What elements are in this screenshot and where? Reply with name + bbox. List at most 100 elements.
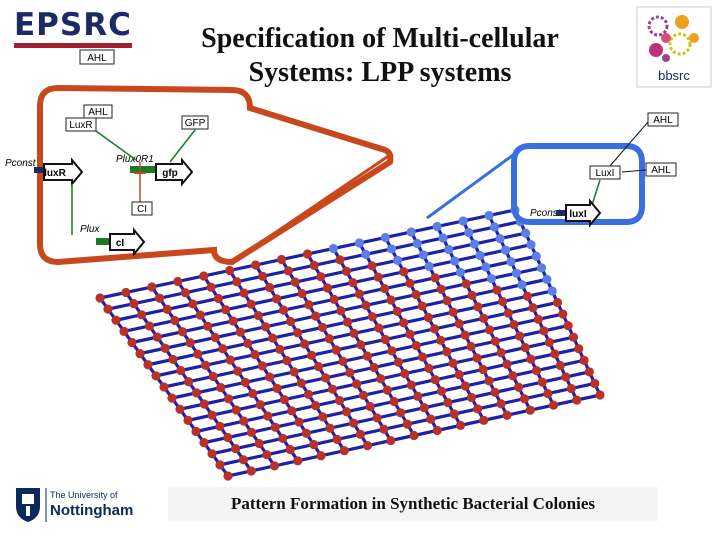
lattice-cell-red <box>514 382 524 392</box>
lattice-cell-red <box>160 343 170 353</box>
lattice-cell-red <box>228 316 238 326</box>
lattice-cell-blue <box>424 261 434 271</box>
lattice-cell-red <box>285 445 295 455</box>
lattice-cell-red <box>432 425 442 436</box>
lattice-cell-red <box>448 307 458 317</box>
lattice-cell-red <box>561 372 571 382</box>
lattice-cell-red <box>409 430 419 441</box>
lattice-cell-red <box>263 411 273 421</box>
lattice-cell-red <box>568 332 579 342</box>
lattice-cell-red <box>374 323 384 333</box>
lattice-cell-red <box>550 349 560 359</box>
lattice-cell-red <box>170 315 180 326</box>
right-callout-connector <box>426 148 521 220</box>
lattice-cell-red <box>191 426 201 437</box>
lattice-cell-blue <box>380 232 390 243</box>
luxi-expression-arrow <box>591 179 601 206</box>
lattice-cell-blue <box>444 244 454 255</box>
lattice-cell-red <box>342 317 353 327</box>
lattice-cell-red <box>419 403 429 413</box>
lattice-cell-red <box>278 305 289 315</box>
lattice-cell-blue <box>328 243 339 254</box>
lattice-cell-red <box>490 387 500 397</box>
lattice-cell-red <box>356 340 366 350</box>
lattice-cell-red <box>159 382 169 392</box>
lattice-cell-red <box>143 360 153 370</box>
lattice-cell-blue <box>455 267 466 278</box>
lattice-cell-red <box>173 276 183 287</box>
lattice-cell-red <box>265 282 275 293</box>
lattice-cell-red <box>352 379 362 389</box>
lattice-cell-red <box>496 348 506 358</box>
university-logo: The University of Nottingham <box>16 488 133 522</box>
lattice-cell-red <box>129 299 139 309</box>
plux-promoter-label: Plux <box>80 224 100 235</box>
lattice-cell-red <box>299 339 310 349</box>
lattice-cell-red <box>449 409 459 419</box>
lattice-cell-red <box>467 290 477 300</box>
lattice-cell-red <box>208 371 218 382</box>
ahl-outside-label: AHL <box>87 53 107 64</box>
lattice-cell-red <box>253 310 263 321</box>
lattice-cell-red <box>479 313 489 323</box>
lattice-cell-red <box>413 391 423 401</box>
lattice-cell-red <box>199 438 209 448</box>
lattice-cell-red <box>411 290 421 300</box>
lattice-cell-blue <box>481 262 491 272</box>
lattice-cell-red <box>331 345 341 355</box>
lattice-cell-red <box>405 278 415 288</box>
lattice-cell-red <box>492 285 502 295</box>
lattice-cell-red <box>502 410 512 420</box>
lattice-cell-red <box>460 330 470 340</box>
bbsrc-logo-text: bbsrc <box>658 68 690 83</box>
lattice-cell-red <box>292 328 303 338</box>
lattice-cell-red <box>137 310 147 320</box>
lattice-cell-red <box>519 394 530 404</box>
lattice-cell-red <box>584 367 594 377</box>
lattice-cell-red <box>243 338 253 349</box>
lattice-cell-red <box>223 471 233 481</box>
lattice-cell-red <box>195 310 205 320</box>
lattice-cell-red <box>539 326 549 336</box>
bbsrc-logo: bbsrc <box>636 6 712 88</box>
lattice-cell-red <box>297 288 307 299</box>
lattice-cell-red <box>215 460 225 470</box>
lattice-cell-red <box>265 372 275 382</box>
lattice-cell-red <box>336 306 346 316</box>
lattice-cell-red <box>317 322 328 332</box>
ci-gene-label: cI <box>116 238 125 249</box>
lattice-cell-red <box>334 395 345 406</box>
lattice-cell-red <box>379 424 389 434</box>
lattice-cell-red <box>595 390 605 400</box>
lattice-cell-red <box>455 420 466 430</box>
lattice-cell-red <box>406 380 416 390</box>
lattice-cell-red <box>232 277 242 287</box>
lattice-cell-blue <box>432 221 442 232</box>
lattice-cell-red <box>254 438 264 449</box>
lattice-cell-red <box>348 418 359 428</box>
lattice-cell-red <box>188 299 198 309</box>
lattice-cell-red <box>472 404 483 414</box>
luxi-protein-label: LuxI <box>596 168 615 179</box>
lattice-cell-red <box>248 388 258 399</box>
lattice-cell-red <box>218 344 228 354</box>
lattice-cell-red <box>484 325 495 335</box>
lattice-cell-red <box>257 361 267 371</box>
lattice-cell-red <box>509 319 519 330</box>
lattice-cell-red <box>121 287 131 298</box>
lattice-cell-red <box>290 277 300 287</box>
lattice-cell-red <box>389 396 399 407</box>
lattice-cell-red <box>332 434 342 445</box>
lattice-cell-red <box>306 350 317 360</box>
lattice-cell-red <box>144 321 155 331</box>
lattice-cell-red <box>579 355 589 365</box>
lattice-cell-blue <box>526 240 536 250</box>
lattice-cell-red <box>95 293 105 303</box>
lattice-cell-red <box>250 350 260 360</box>
lattice-cell-red <box>335 255 345 265</box>
lattice-cell-blue <box>489 222 500 232</box>
lattice-cell-red <box>111 315 121 325</box>
luxi-gene-label: luxI <box>569 209 586 220</box>
title-line-2: Systems: LPP systems <box>248 57 512 88</box>
